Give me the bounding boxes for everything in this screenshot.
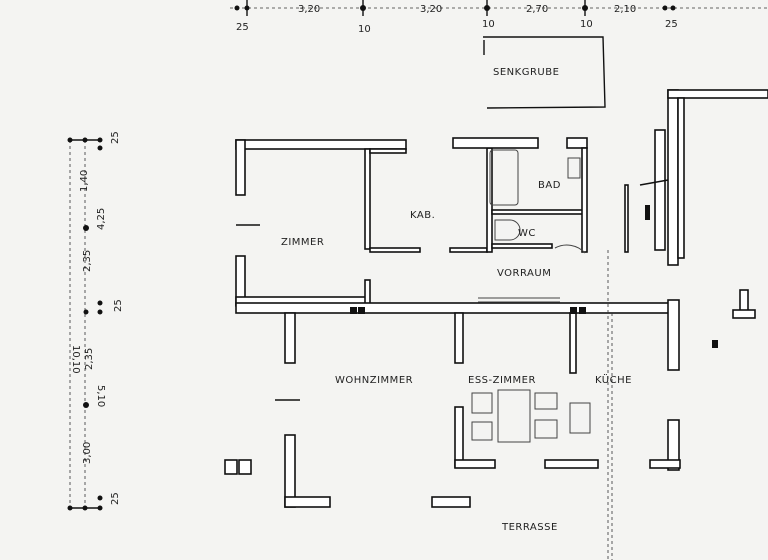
room-label-vorraum: VORRAUM (497, 268, 551, 279)
dim-top-wall: 25 (236, 22, 249, 33)
room-label-kueche: KÜCHE (595, 373, 632, 386)
left-dimension-line: 25 1,40 4,25 2,35 10,10 25 2,35 5,10 3,0… (67, 131, 124, 511)
room-label-esszimmer: ESS-ZIMMER (468, 375, 536, 386)
dim-top-span: 2,10 (614, 4, 636, 15)
room-label-terrasse: TERRASSE (501, 522, 558, 533)
senkgrube: SENKGRUBE (483, 36, 606, 109)
dim-left: 2,35 (82, 250, 93, 272)
room-label-wc: WC (518, 228, 536, 239)
dim-top-wall: 25 (665, 19, 678, 30)
room-label-bad: BAD (538, 180, 561, 191)
dim-left: 10,10 (70, 345, 81, 374)
dim-left: 3,00 (82, 442, 93, 464)
dim-left: 4,25 (96, 208, 107, 230)
dim-left: 2,35 (84, 348, 95, 370)
dim-top-wall: 10 (580, 19, 593, 30)
dim-left: 1,40 (79, 170, 90, 192)
dim-top-span: 3,20 (420, 4, 442, 15)
top-dimension-line: 3,20 3,20 2,70 2,10 25 10 10 10 25 (230, 0, 768, 35)
room-label-wohnzimmer: WOHNZIMMER (335, 375, 413, 386)
dim-left: 5,10 (95, 385, 106, 407)
dim-top-span: 2,70 (526, 4, 548, 15)
dim-left: 25 (113, 299, 124, 312)
dim-left: 25 (110, 492, 121, 505)
room-label-senkgrube: SENKGRUBE (493, 67, 559, 78)
dim-top-wall: 10 (482, 19, 495, 30)
dim-top-wall: 10 (358, 24, 371, 35)
dim-top-span: 3,20 (298, 4, 320, 15)
fixtures (236, 149, 718, 560)
dim-left: 25 (110, 131, 121, 144)
room-label-kabinett: KAB. (410, 210, 435, 221)
room-labels: ZIMMER KAB. BAD WC VORRAUM WOHNZIMMER ES… (281, 180, 632, 533)
room-label-zimmer: ZIMMER (281, 237, 324, 248)
